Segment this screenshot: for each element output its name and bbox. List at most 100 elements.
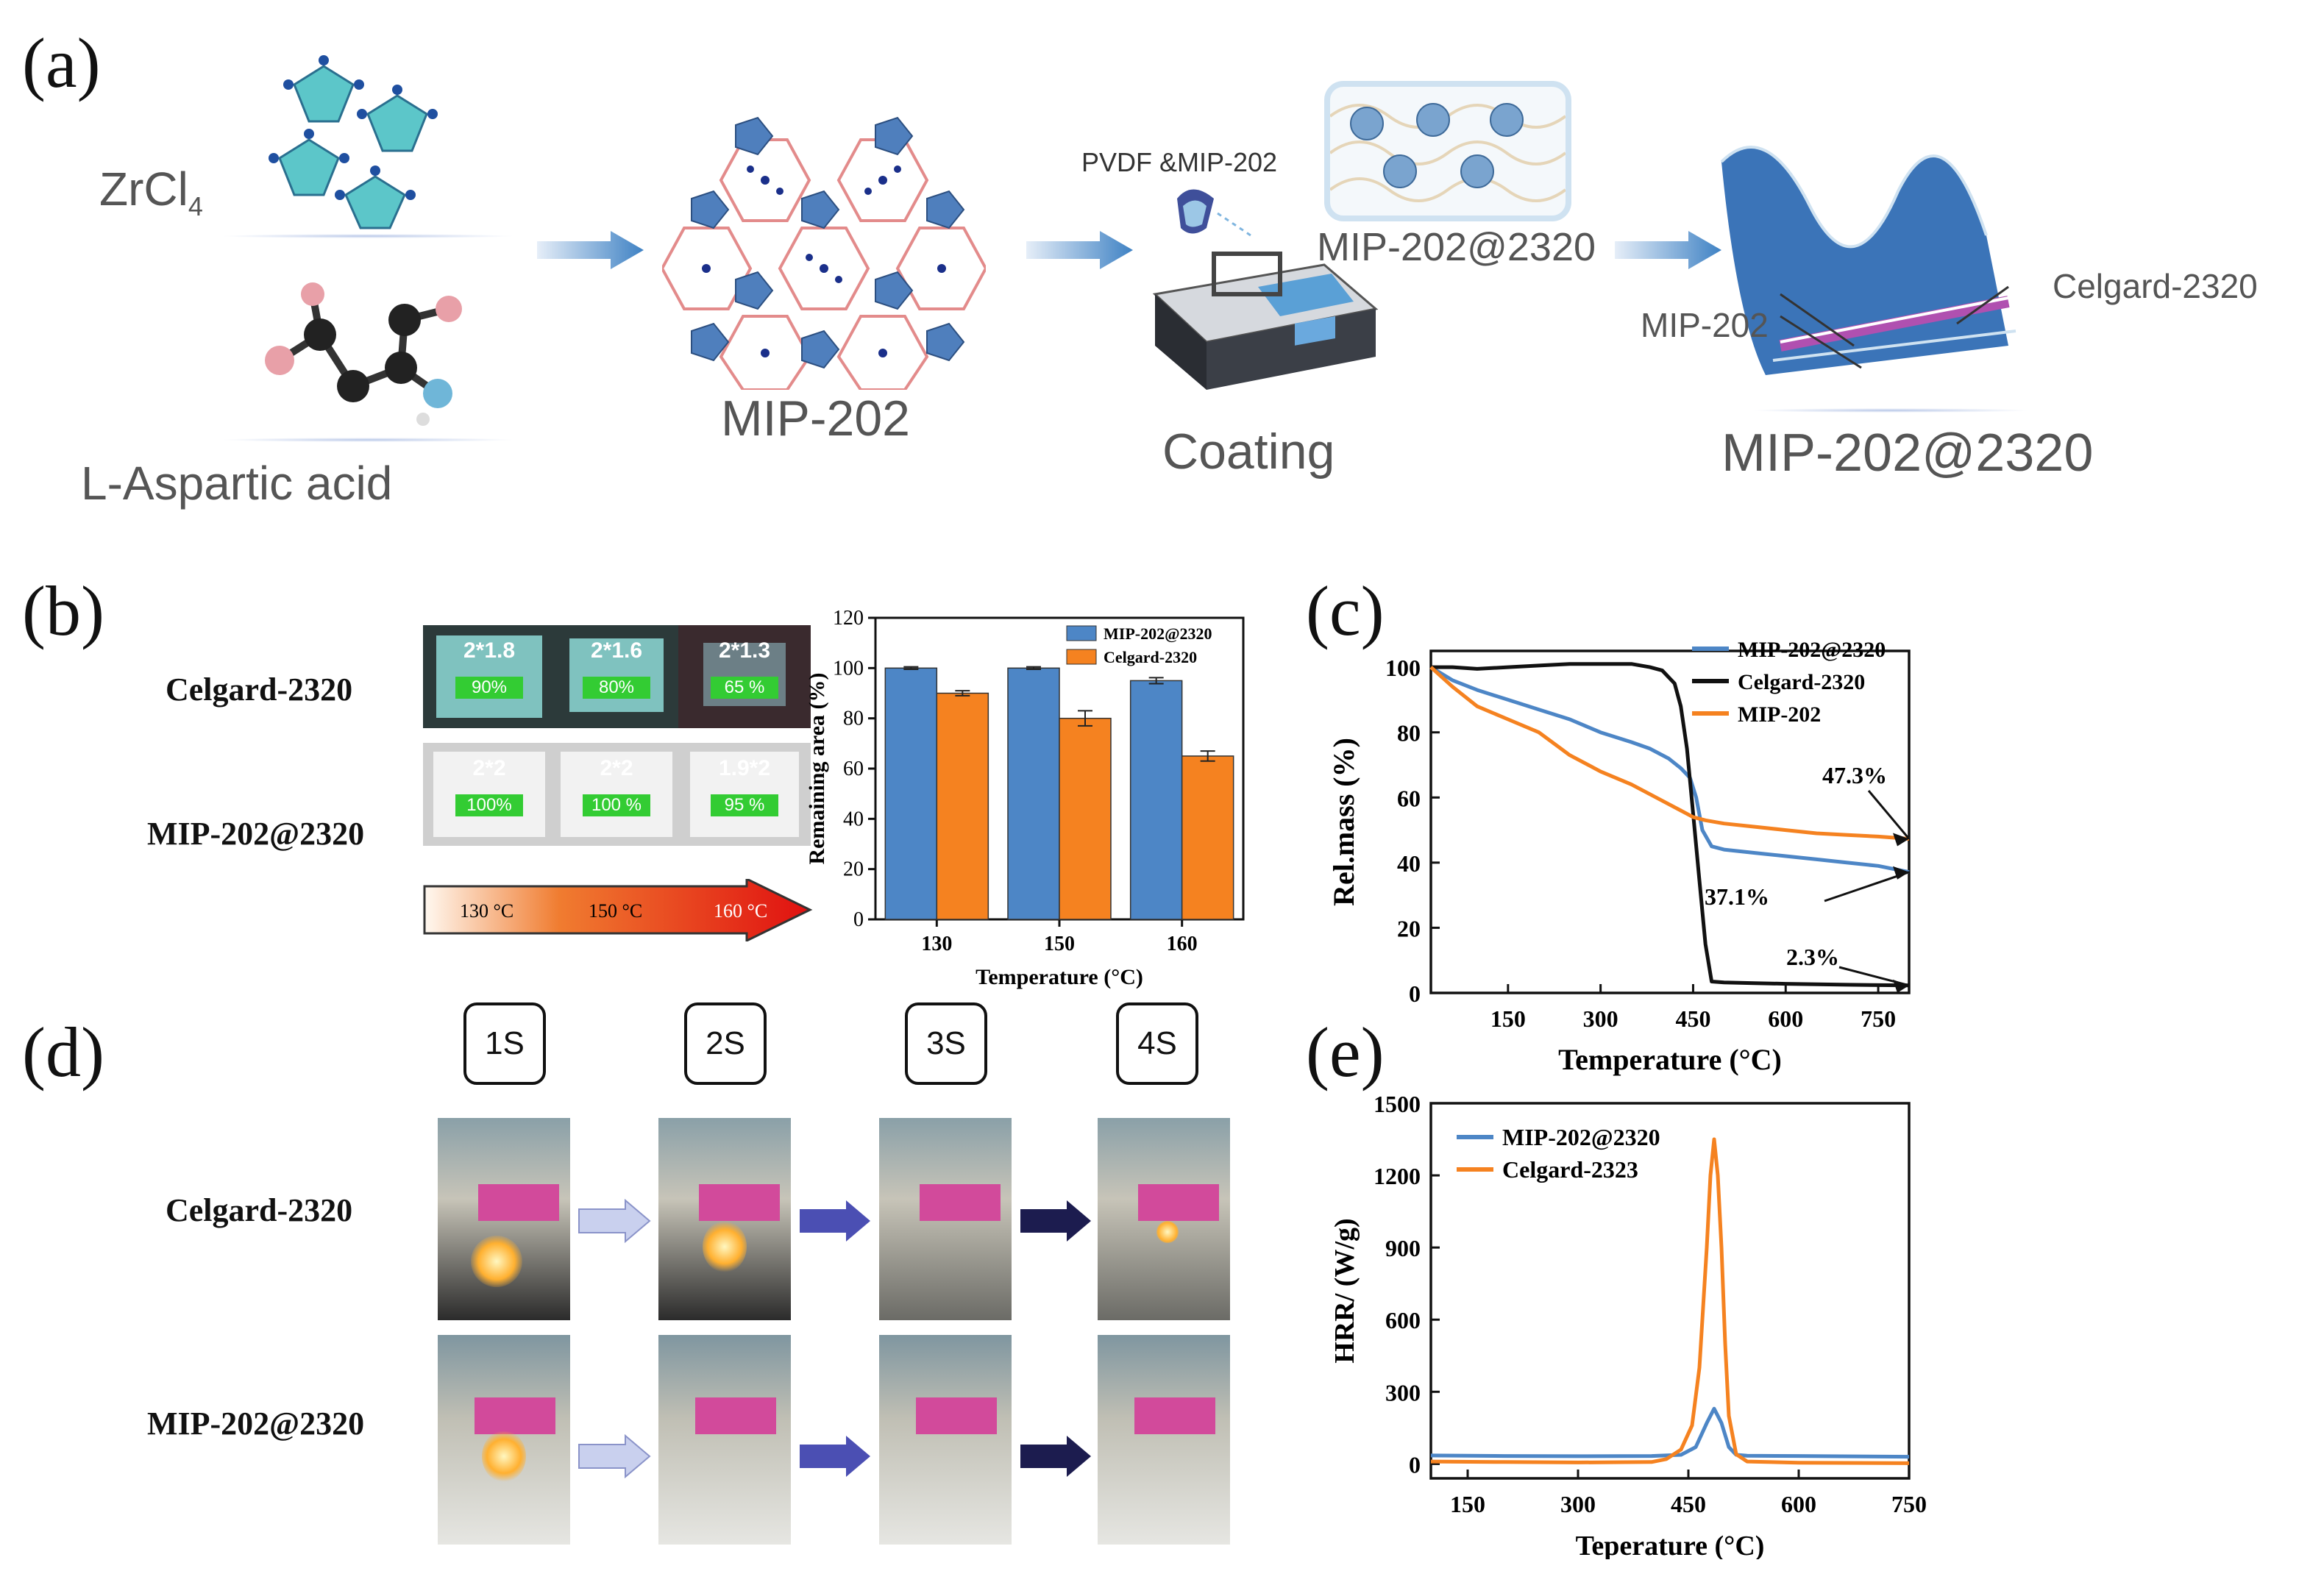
x-tick-label: 300 xyxy=(1560,1491,1596,1517)
mip202-framework-illustration xyxy=(662,116,986,390)
gradient-label-150: 150 °C xyxy=(589,900,642,922)
x-tick-label: 150 xyxy=(1490,1005,1526,1032)
plot-frame xyxy=(1429,649,1911,994)
x-tick-label: 300 xyxy=(1583,1005,1618,1032)
annotation-label: 37.1% xyxy=(1705,883,1769,910)
y-tick-label: 0 xyxy=(1409,1451,1421,1478)
bar xyxy=(1181,755,1234,920)
product-shadow xyxy=(1751,408,2030,413)
panel-label-b: (b) xyxy=(22,571,104,650)
bar xyxy=(936,692,989,920)
step-label-4s: 4S xyxy=(1116,1002,1198,1085)
x-tick-label: 160 xyxy=(1167,933,1198,955)
step-label-1s: 1S xyxy=(463,1002,546,1085)
mip202-2320-inset-label: MIP-202@2320 xyxy=(1317,225,1596,269)
zrcl4-text: ZrCl xyxy=(99,163,188,216)
mip202-callout-label: MIP-202 xyxy=(1641,306,1769,344)
legend-swatch xyxy=(1066,625,1097,641)
legend-label: MIP-202 xyxy=(1738,702,1821,727)
b-tile-mip-160: 1.9*2 95 % xyxy=(678,743,811,846)
series-line xyxy=(1429,666,1910,841)
tile-pct: 90% xyxy=(455,677,523,699)
series-line xyxy=(1431,662,1910,988)
legend-label: Celgard-2323 xyxy=(1502,1156,1638,1183)
y-axis-label: HRR/ (W/g) xyxy=(1329,1218,1360,1363)
burn-photo-celgard-1s xyxy=(438,1118,570,1320)
y-tick-label: 0 xyxy=(1409,980,1421,1007)
y-tick-label: 20 xyxy=(843,858,864,881)
coating-machine-illustration xyxy=(1152,189,1379,390)
process-arrow-1 xyxy=(537,231,644,269)
series-line xyxy=(1430,1406,1910,1459)
d-row-label-mip: MIP-202@2320 xyxy=(147,1406,365,1442)
coated-layer-inset xyxy=(1324,81,1571,221)
b-tile-celgard-160: 2*1.3 65 % xyxy=(678,625,811,728)
annotation-arrowhead xyxy=(1893,866,1909,880)
process-arrow-2 xyxy=(1026,231,1133,269)
callout-lines xyxy=(1780,285,2009,369)
burn-photo-celgard-4s xyxy=(1098,1118,1230,1320)
y-tick-label: 1200 xyxy=(1374,1163,1421,1189)
tile-pct: 100% xyxy=(455,794,523,816)
annotation-arrow xyxy=(1824,871,1910,902)
tile-dim: 2*2 xyxy=(472,756,506,780)
x-tick-label: 750 xyxy=(1861,1005,1896,1032)
d-step-arrow-3 xyxy=(1020,1200,1091,1242)
mip202-label: MIP-202 xyxy=(721,391,910,446)
x-tick-label: 450 xyxy=(1671,1491,1706,1517)
legend-label: MIP-202@2320 xyxy=(1502,1124,1660,1150)
pvdf-mip202-label: PVDF &MIP-202 xyxy=(1081,147,1278,177)
divider-shadow-bottom xyxy=(221,438,515,442)
bar xyxy=(884,667,938,920)
panel-label-c: (c) xyxy=(1306,571,1385,650)
annotation-arrowhead xyxy=(1893,979,1909,993)
d-step-arrow-6 xyxy=(1020,1436,1091,1477)
x-axis-label: Teperature (°C) xyxy=(1576,1531,1765,1559)
celgard-callout-label: Celgard-2320 xyxy=(2053,267,2258,305)
y-tick-label: 300 xyxy=(1385,1379,1421,1406)
legend-label: Celgard-2320 xyxy=(1104,648,1197,666)
tile-dim: 2*1.8 xyxy=(463,638,516,663)
inset-particles-illustration xyxy=(1329,103,1567,202)
x-tick-label: 150 xyxy=(1450,1491,1485,1517)
burn-photo-mip-1s xyxy=(438,1335,570,1545)
panel-label-d: (d) xyxy=(22,1013,104,1091)
bar xyxy=(1007,667,1060,920)
x-tick-label: 150 xyxy=(1044,933,1075,955)
panel-label-a: (a) xyxy=(22,24,101,102)
x-tick-label: 450 xyxy=(1675,1005,1710,1032)
process-arrow-3 xyxy=(1615,231,1721,269)
y-tick-label: 0 xyxy=(853,908,864,931)
coating-label: Coating xyxy=(1162,424,1335,480)
y-tick-label: 20 xyxy=(1397,915,1421,941)
tile-pct: 65 % xyxy=(711,677,778,699)
x-tick-label: 600 xyxy=(1781,1491,1816,1517)
d-row-label-celgard: Celgard-2320 xyxy=(166,1192,353,1228)
tile-dim: 2*2 xyxy=(600,756,633,780)
b-tile-mip-150: 2*2 100 % xyxy=(550,743,683,846)
annotation-label: 2.3% xyxy=(1786,944,1839,970)
annotation-arrowhead xyxy=(1893,833,1909,847)
zrcl4-subscript: 4 xyxy=(188,190,203,221)
y-tick-label: 900 xyxy=(1385,1235,1421,1261)
tile-pct: 100 % xyxy=(583,794,650,816)
d-step-arrow-1 xyxy=(578,1199,651,1243)
product-label: MIP-202@2320 xyxy=(1721,424,2094,482)
b-row-label-mip: MIP-202@2320 xyxy=(147,816,365,852)
tile-pct: 95 % xyxy=(711,794,778,816)
legend-label: MIP-202@2320 xyxy=(1738,638,1886,662)
b-temperature-gradient-arrow: 130 °C 150 °C 160 °C xyxy=(423,879,813,941)
step-label-3s: 3S xyxy=(905,1002,987,1085)
y-tick-label: 80 xyxy=(1397,720,1421,747)
d-step-arrow-2 xyxy=(800,1200,870,1242)
divider-shadow-top xyxy=(221,234,515,238)
legend-label: MIP-202@2320 xyxy=(1104,624,1212,643)
gradient-label-160: 160 °C xyxy=(714,900,767,922)
y-tick-label: 80 xyxy=(843,708,864,730)
annotation-arrow xyxy=(1867,790,1911,840)
d-step-arrow-5 xyxy=(800,1436,870,1477)
y-tick-label: 120 xyxy=(833,607,864,630)
